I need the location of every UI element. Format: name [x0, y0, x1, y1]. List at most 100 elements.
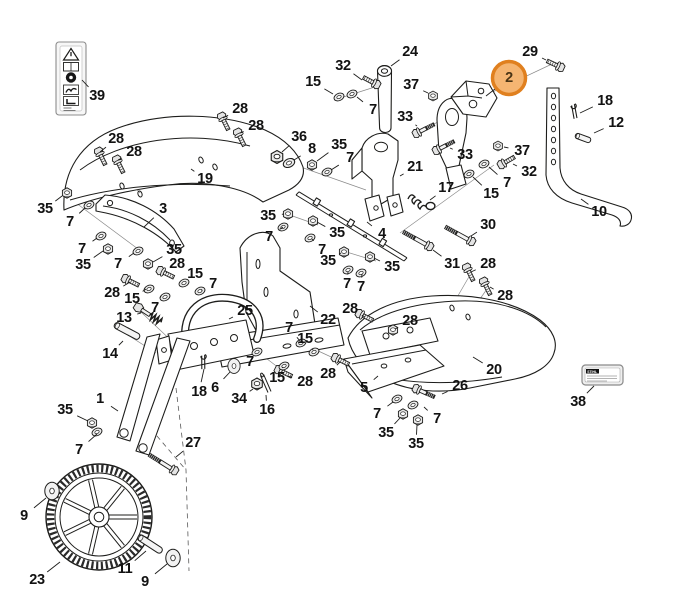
callout-35[interactable]: 35: [37, 200, 53, 217]
callout-31[interactable]: 31: [444, 255, 460, 272]
callout-32[interactable]: 32: [335, 57, 351, 74]
callout-23[interactable]: 23: [29, 571, 45, 588]
callout-7[interactable]: 7: [433, 410, 441, 427]
callout-20[interactable]: 20: [486, 361, 502, 378]
callout-3[interactable]: 3: [159, 200, 167, 217]
callout-28[interactable]: 28: [402, 312, 418, 329]
callout-33[interactable]: 33: [457, 146, 473, 163]
callout-15[interactable]: 15: [269, 369, 285, 386]
callout-7[interactable]: 7: [285, 319, 293, 336]
callout-1[interactable]: 1: [96, 390, 104, 407]
stihl-logo-text: STIHL: [587, 370, 597, 374]
callout-28[interactable]: 28: [104, 284, 120, 301]
handle-25: [181, 293, 264, 355]
clip-17: [407, 194, 436, 211]
callout-33[interactable]: 33: [397, 108, 413, 125]
callout-7[interactable]: 7: [246, 353, 254, 370]
callout-22[interactable]: 22: [320, 311, 336, 328]
callout-35[interactable]: 35: [408, 435, 424, 452]
callout-35[interactable]: 35: [384, 258, 400, 275]
callout-13[interactable]: 13: [116, 309, 132, 326]
callout-16[interactable]: 16: [259, 401, 275, 418]
callout-24[interactable]: 24: [402, 43, 418, 60]
pin-16: [260, 372, 272, 393]
callout-28[interactable]: 28: [232, 100, 248, 117]
callout-38[interactable]: 38: [570, 393, 586, 410]
callout-2[interactable]: 2: [505, 69, 513, 86]
callout-25[interactable]: 25: [237, 302, 253, 319]
callout-32[interactable]: 32: [521, 163, 537, 180]
callout-7[interactable]: 7: [209, 275, 217, 292]
callout-35[interactable]: 35: [57, 401, 73, 418]
callout-7[interactable]: 7: [66, 213, 74, 230]
callout-18[interactable]: 18: [191, 383, 207, 400]
callout-28[interactable]: 28: [342, 300, 358, 317]
callout-28[interactable]: 28: [169, 255, 185, 272]
callout-35[interactable]: 35: [329, 224, 345, 241]
callout-7[interactable]: 7: [151, 299, 159, 316]
mount-plate: [361, 317, 439, 356]
callout-15[interactable]: 15: [305, 73, 321, 90]
callout-14[interactable]: 14: [102, 345, 118, 362]
callout-29[interactable]: 29: [522, 43, 538, 60]
callout-7[interactable]: 7: [343, 275, 351, 292]
callout-28[interactable]: 28: [297, 373, 313, 390]
callout-6[interactable]: 6: [211, 379, 219, 396]
callout-15[interactable]: 15: [483, 185, 499, 202]
callout-28[interactable]: 28: [126, 143, 142, 160]
callout-28[interactable]: 28: [480, 255, 496, 272]
callout-35[interactable]: 35: [260, 207, 276, 224]
callout-28[interactable]: 28: [320, 365, 336, 382]
callout-15[interactable]: 15: [297, 330, 313, 347]
callout-7[interactable]: 7: [357, 278, 365, 295]
callout-7[interactable]: 7: [265, 228, 273, 245]
part-2-highlight: [490, 59, 528, 97]
callout-10[interactable]: 10: [591, 203, 607, 220]
callout-19[interactable]: 19: [197, 170, 213, 187]
clamp-2: [450, 80, 498, 118]
callout-35[interactable]: 35: [331, 136, 347, 153]
callout-12[interactable]: 12: [608, 114, 624, 131]
callout-26[interactable]: 26: [452, 377, 468, 394]
callout-9[interactable]: 9: [20, 507, 28, 524]
callout-9[interactable]: 9: [141, 573, 149, 590]
callout-7[interactable]: 7: [318, 241, 326, 258]
callout-28[interactable]: 28: [248, 117, 264, 134]
callout-7[interactable]: 7: [78, 240, 86, 257]
callout-18[interactable]: 18: [597, 92, 613, 109]
callout-5[interactable]: 5: [360, 379, 368, 396]
callout-21[interactable]: 21: [407, 158, 423, 175]
callout-36[interactable]: 36: [291, 128, 307, 145]
callout-7[interactable]: 7: [369, 101, 377, 118]
callout-39[interactable]: 39: [89, 87, 105, 104]
callout-15[interactable]: 15: [124, 290, 140, 307]
callout-35[interactable]: 35: [166, 241, 182, 258]
callout-37[interactable]: 37: [514, 142, 530, 159]
wheel-23: [45, 463, 153, 571]
callout-7[interactable]: 7: [503, 174, 511, 191]
callout-35[interactable]: 35: [378, 424, 394, 441]
callout-37[interactable]: 37: [403, 76, 419, 93]
callout-17[interactable]: 17: [438, 179, 454, 196]
callout-7[interactable]: 7: [346, 149, 354, 166]
callout-35[interactable]: 35: [75, 256, 91, 273]
callout-27[interactable]: 27: [185, 434, 201, 451]
callout-15[interactable]: 15: [187, 265, 203, 282]
callout-30[interactable]: 30: [480, 216, 496, 233]
callout-28[interactable]: 28: [497, 287, 513, 304]
stihl-logo: [586, 369, 599, 374]
callout-11[interactable]: 11: [117, 560, 133, 577]
callout-35[interactable]: 35: [320, 252, 336, 269]
callout-28[interactable]: 28: [108, 130, 124, 147]
pin-24: [376, 64, 393, 134]
depth-stake-10: [545, 87, 633, 227]
callout-7[interactable]: 7: [75, 441, 83, 458]
callout-7[interactable]: 7: [114, 255, 122, 272]
swing-bracket: [436, 97, 468, 190]
callout-4[interactable]: 4: [378, 225, 386, 242]
callout-7[interactable]: 7: [373, 405, 381, 422]
legs-1: [116, 333, 191, 456]
callout-34[interactable]: 34: [231, 390, 247, 407]
callout-8[interactable]: 8: [308, 140, 316, 157]
